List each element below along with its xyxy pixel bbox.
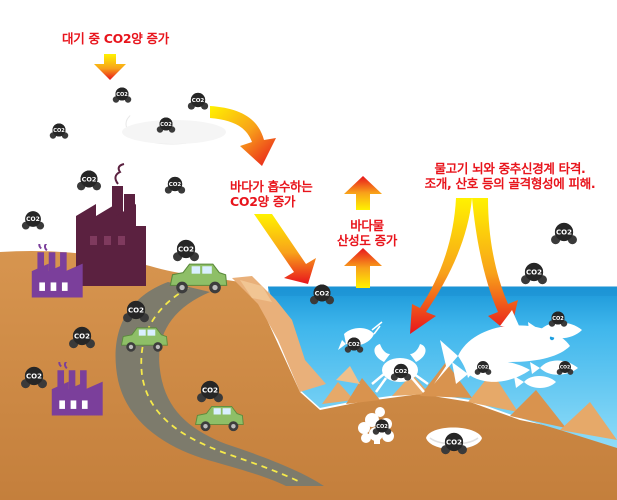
co2-molecule-icon — [21, 211, 45, 230]
fish-icon — [514, 376, 556, 388]
arrow-icon — [410, 198, 472, 334]
co2-molecule-icon — [76, 170, 102, 191]
factory-icon — [30, 244, 84, 299]
acidity-line1: 바다물 — [350, 218, 384, 233]
marine-impact-line2: 조개, 산호 등의 골격형성에 피해. — [424, 176, 596, 191]
co2-molecule-icon — [112, 87, 132, 103]
road — [115, 282, 324, 486]
ocean-absorption-line1: 바다가 흡수하는 — [230, 179, 313, 194]
co2-molecule-icon — [173, 239, 199, 262]
atmosphere-co2-label: 대기 중 CO2양 증가 — [62, 31, 169, 46]
acidity-line2: 산성도 증가 — [336, 233, 398, 248]
ocean-absorption-line2: CO2양 증가 — [230, 194, 296, 209]
co2-molecule-icon — [551, 222, 577, 245]
co2-molecule-icon — [49, 123, 69, 139]
marine-impact-line1: 물고기 뇌와 중추신경계 타격. — [434, 161, 586, 176]
arrow-icon — [254, 214, 316, 284]
arrow-icon — [210, 106, 276, 166]
arrow-icon — [344, 248, 382, 288]
fish-icon — [528, 322, 582, 339]
road-center-line — [140, 287, 301, 483]
coastal-cliff — [232, 276, 326, 392]
marine-impact-label: 물고기 뇌와 중추신경계 타격. 조개, 산호 등의 골격형성에 피해. — [412, 161, 608, 191]
arrow-icon — [344, 176, 382, 210]
cliff-highlight — [240, 280, 272, 302]
sea-surface — [268, 286, 617, 296]
seabed-rocks — [322, 362, 617, 440]
co2-molecule-icon — [164, 176, 186, 194]
factory-icon — [76, 163, 146, 286]
acidity-label: 바다물 산성도 증가 — [336, 218, 398, 248]
arrow-icon — [472, 198, 518, 334]
arrow-icon — [94, 54, 126, 80]
ocean-absorption-label: 바다가 흡수하는 CO2양 증가 — [230, 179, 313, 209]
co2-molecule-icon — [521, 262, 547, 285]
